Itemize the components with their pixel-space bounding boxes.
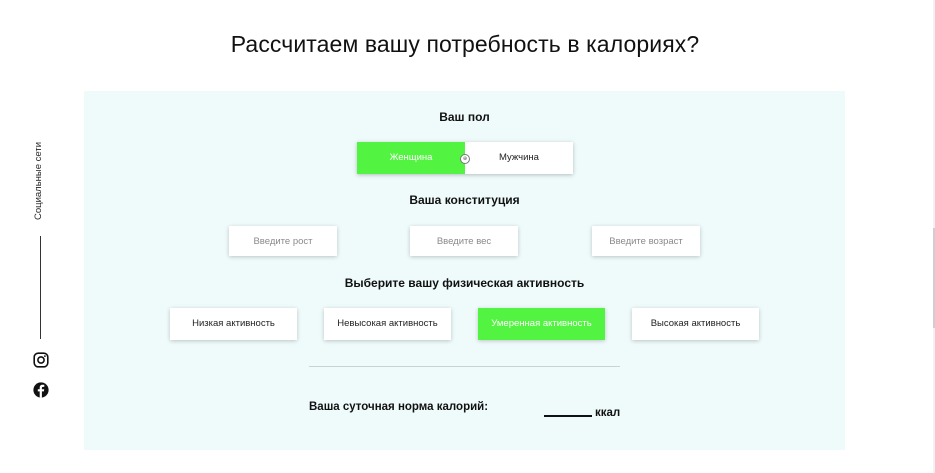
calorie-calculator-panel: Ваш пол Женщина Мужчина ⊕ Ваша конституц…: [84, 91, 845, 450]
activity-high-button[interactable]: Высокая активность: [632, 308, 759, 340]
gender-toggle: Женщина Мужчина ⊕: [357, 142, 573, 174]
social-divider-line: [40, 236, 41, 339]
age-input[interactable]: [592, 226, 700, 256]
daily-calories-label: Ваша суточная норма калорий:: [309, 401, 489, 413]
social-networks-label: Социальные сети: [33, 141, 44, 220]
activity-below-average-button[interactable]: Невысокая активность: [324, 308, 451, 340]
activity-section-title: Выберите вашу физическая активность: [344, 276, 585, 290]
constitution-section-title: Ваша конституция: [409, 193, 520, 207]
gender-separator-badge: ⊕: [460, 154, 470, 164]
weight-input[interactable]: [410, 226, 518, 256]
gender-female-button[interactable]: Женщина: [357, 142, 465, 174]
facebook-icon[interactable]: [33, 382, 49, 398]
gender-male-button[interactable]: Мужчина: [465, 142, 573, 174]
section-divider: [309, 366, 620, 367]
page-title: Рассчитаем вашу потребность в калориях?: [230, 31, 700, 57]
height-input[interactable]: [229, 226, 337, 256]
gender-section-title: Ваш пол: [439, 110, 490, 124]
daily-calories-value: [544, 405, 592, 417]
activity-low-button[interactable]: Низкая активность: [170, 308, 297, 340]
activity-moderate-button[interactable]: Умеренная активность: [478, 308, 605, 340]
calories-unit: ккал: [595, 407, 621, 419]
instagram-icon[interactable]: [33, 352, 49, 368]
page-scrollbar-thumb[interactable]: [933, 228, 935, 328]
